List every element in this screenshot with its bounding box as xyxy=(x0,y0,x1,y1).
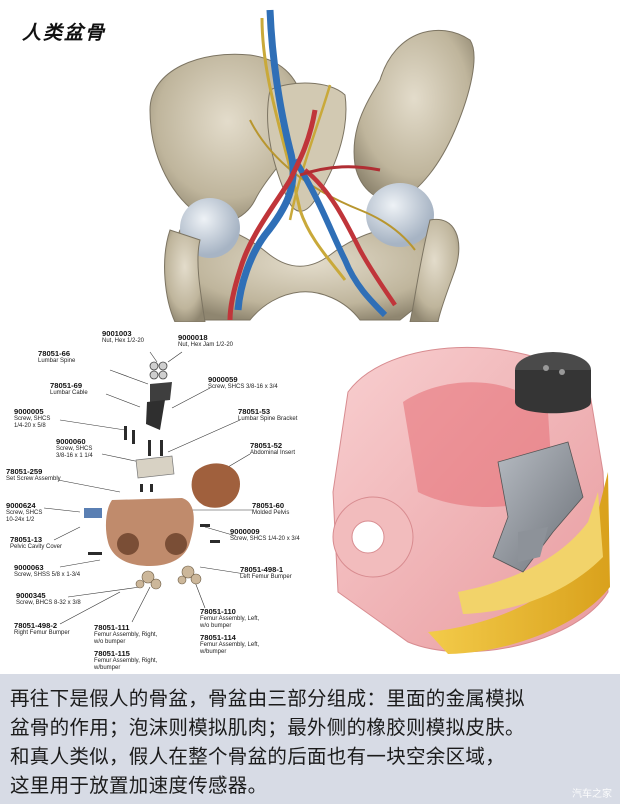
right-femur-shaft xyxy=(409,218,460,322)
part-number: 78051-259 xyxy=(6,467,43,476)
pelvis-title: 人类盆骨 xyxy=(22,22,107,44)
part-number: 78051-110 xyxy=(200,607,236,616)
part-description: Lumbar Cable xyxy=(50,390,88,396)
part-number: 9000018 xyxy=(178,333,208,342)
nerve-left xyxy=(260,17,347,281)
part-number: 78051-13 xyxy=(10,535,43,544)
part-description: Screw, SHCS 10-24x 1/2 xyxy=(6,510,43,523)
part-number: 9000345 xyxy=(16,591,46,600)
part-number: 78051-69 xyxy=(50,381,83,390)
foam-cutout xyxy=(458,492,603,614)
part-description: Screw, SHCS 1/4-20 x 5/8 xyxy=(14,416,51,429)
part-description: Nut, Hex Jam 1/2-20 xyxy=(178,342,234,348)
spine-cylinder xyxy=(515,370,591,414)
caption-panel: 再往下是假人的骨盆，骨盆由三部分组成：里面的金属模拟 盆骨的作用；泡沫则模拟肌肉… xyxy=(0,674,620,804)
pelvic-cavity-cover-part xyxy=(84,508,102,518)
part-number: 9000624 xyxy=(6,501,36,510)
part-description: Femur Assembly, Left, w/o bumper xyxy=(200,616,260,629)
part-description: Left Femur Bumper xyxy=(240,574,292,580)
right-femur-head xyxy=(366,183,434,247)
exploded-diagram-panel: 9001003 Nut, Hex 1/2-20 9000018 Nut, Hex… xyxy=(0,322,620,674)
lumbar-spine-part xyxy=(150,382,172,402)
part-description: Abdominal Insert xyxy=(250,450,296,456)
part-number: 78051-52 xyxy=(250,441,283,450)
nerve-right xyxy=(288,84,332,221)
part-description: Screw, SHCS 1/4-20 x 3/4 xyxy=(230,536,300,542)
part-number: 78051-115 xyxy=(94,649,130,658)
part-description: Pelvic Cavity Cover xyxy=(10,544,63,550)
part-description: Femur Assembly, Left, w/bumper xyxy=(200,642,260,655)
foam-layer xyxy=(428,472,610,654)
lumbar-cable-part xyxy=(146,400,165,430)
exploded-parts-drawing xyxy=(43,351,254,625)
artery-main xyxy=(227,109,318,321)
caption-line: 再往下是假人的骨盆，骨盆由三部分组成：里面的金属模拟 xyxy=(10,687,525,710)
part-number: 9000063 xyxy=(14,563,44,572)
part-number: 78051-53 xyxy=(238,407,271,416)
part-number: 9001003 xyxy=(102,329,132,338)
abdominal-insert-part xyxy=(191,463,240,508)
pelvis-cutaway-render xyxy=(332,346,610,654)
watermark: 汽车之家 xyxy=(572,789,612,800)
part-number: 9000005 xyxy=(14,407,44,416)
lumbar-spine-bracket-part xyxy=(135,455,175,479)
artery-branch xyxy=(299,165,381,177)
pelvis-illustration-panel: 人类盆骨 xyxy=(0,0,620,322)
part-description: Screw, SHCS 3/8-16 x 3/4 xyxy=(208,384,278,390)
part-number: 78051-111 xyxy=(94,623,130,632)
part-number: 78051-66 xyxy=(38,349,71,358)
part-description: Right Femur Bumper xyxy=(14,630,70,636)
part-description: Nut, Hex 1/2-20 xyxy=(102,338,145,344)
vein-right xyxy=(292,158,388,318)
part-description: Femur Assembly, Right, w/bumper xyxy=(94,658,158,671)
part-description: Set Screw Assembly xyxy=(6,476,61,482)
right-ilium xyxy=(353,29,475,202)
part-description: Femur Assembly, Right, w/o bumper xyxy=(94,632,158,645)
molded-pelvis-part xyxy=(105,498,194,566)
part-description: Screw, SHSS 5/8 x 1-3/4 xyxy=(14,572,81,578)
part-number: 78051-498-1 xyxy=(240,565,284,574)
part-description: Lumbar Spine xyxy=(38,358,76,364)
artery-right xyxy=(303,168,397,307)
part-number: 78051-114 xyxy=(200,633,236,642)
nerve-branch xyxy=(249,119,416,251)
part-number: 9000059 xyxy=(208,375,238,384)
part-description: Screw, BHCS 8-32 x 3/8 xyxy=(16,600,81,606)
part-number: 9000060 xyxy=(56,437,86,446)
vein-main xyxy=(234,9,297,311)
caption-line: 和真人类似，假人在整个骨盆的后面也有一块空余区域， xyxy=(10,745,506,768)
part-number: 9000009 xyxy=(230,527,260,536)
part-number: 78051-498-2 xyxy=(14,621,58,630)
caption-line: 盆骨的作用；泡沫则模拟肌肉；最外侧的橡胶则模拟皮肤。 xyxy=(10,716,525,739)
left-femur-shaft xyxy=(164,229,206,322)
caption-line: 这里用于放置加速度传感器。 xyxy=(10,774,268,797)
pelvis-illustration xyxy=(149,9,475,322)
part-description: Molded Pelvis xyxy=(252,510,290,516)
part-number: 78051-60 xyxy=(252,501,285,510)
part-description: Lumbar Spine Bracket xyxy=(238,416,298,422)
part-description: Screw, SHCS 3/8-16 x 1 1/4 xyxy=(56,446,93,459)
